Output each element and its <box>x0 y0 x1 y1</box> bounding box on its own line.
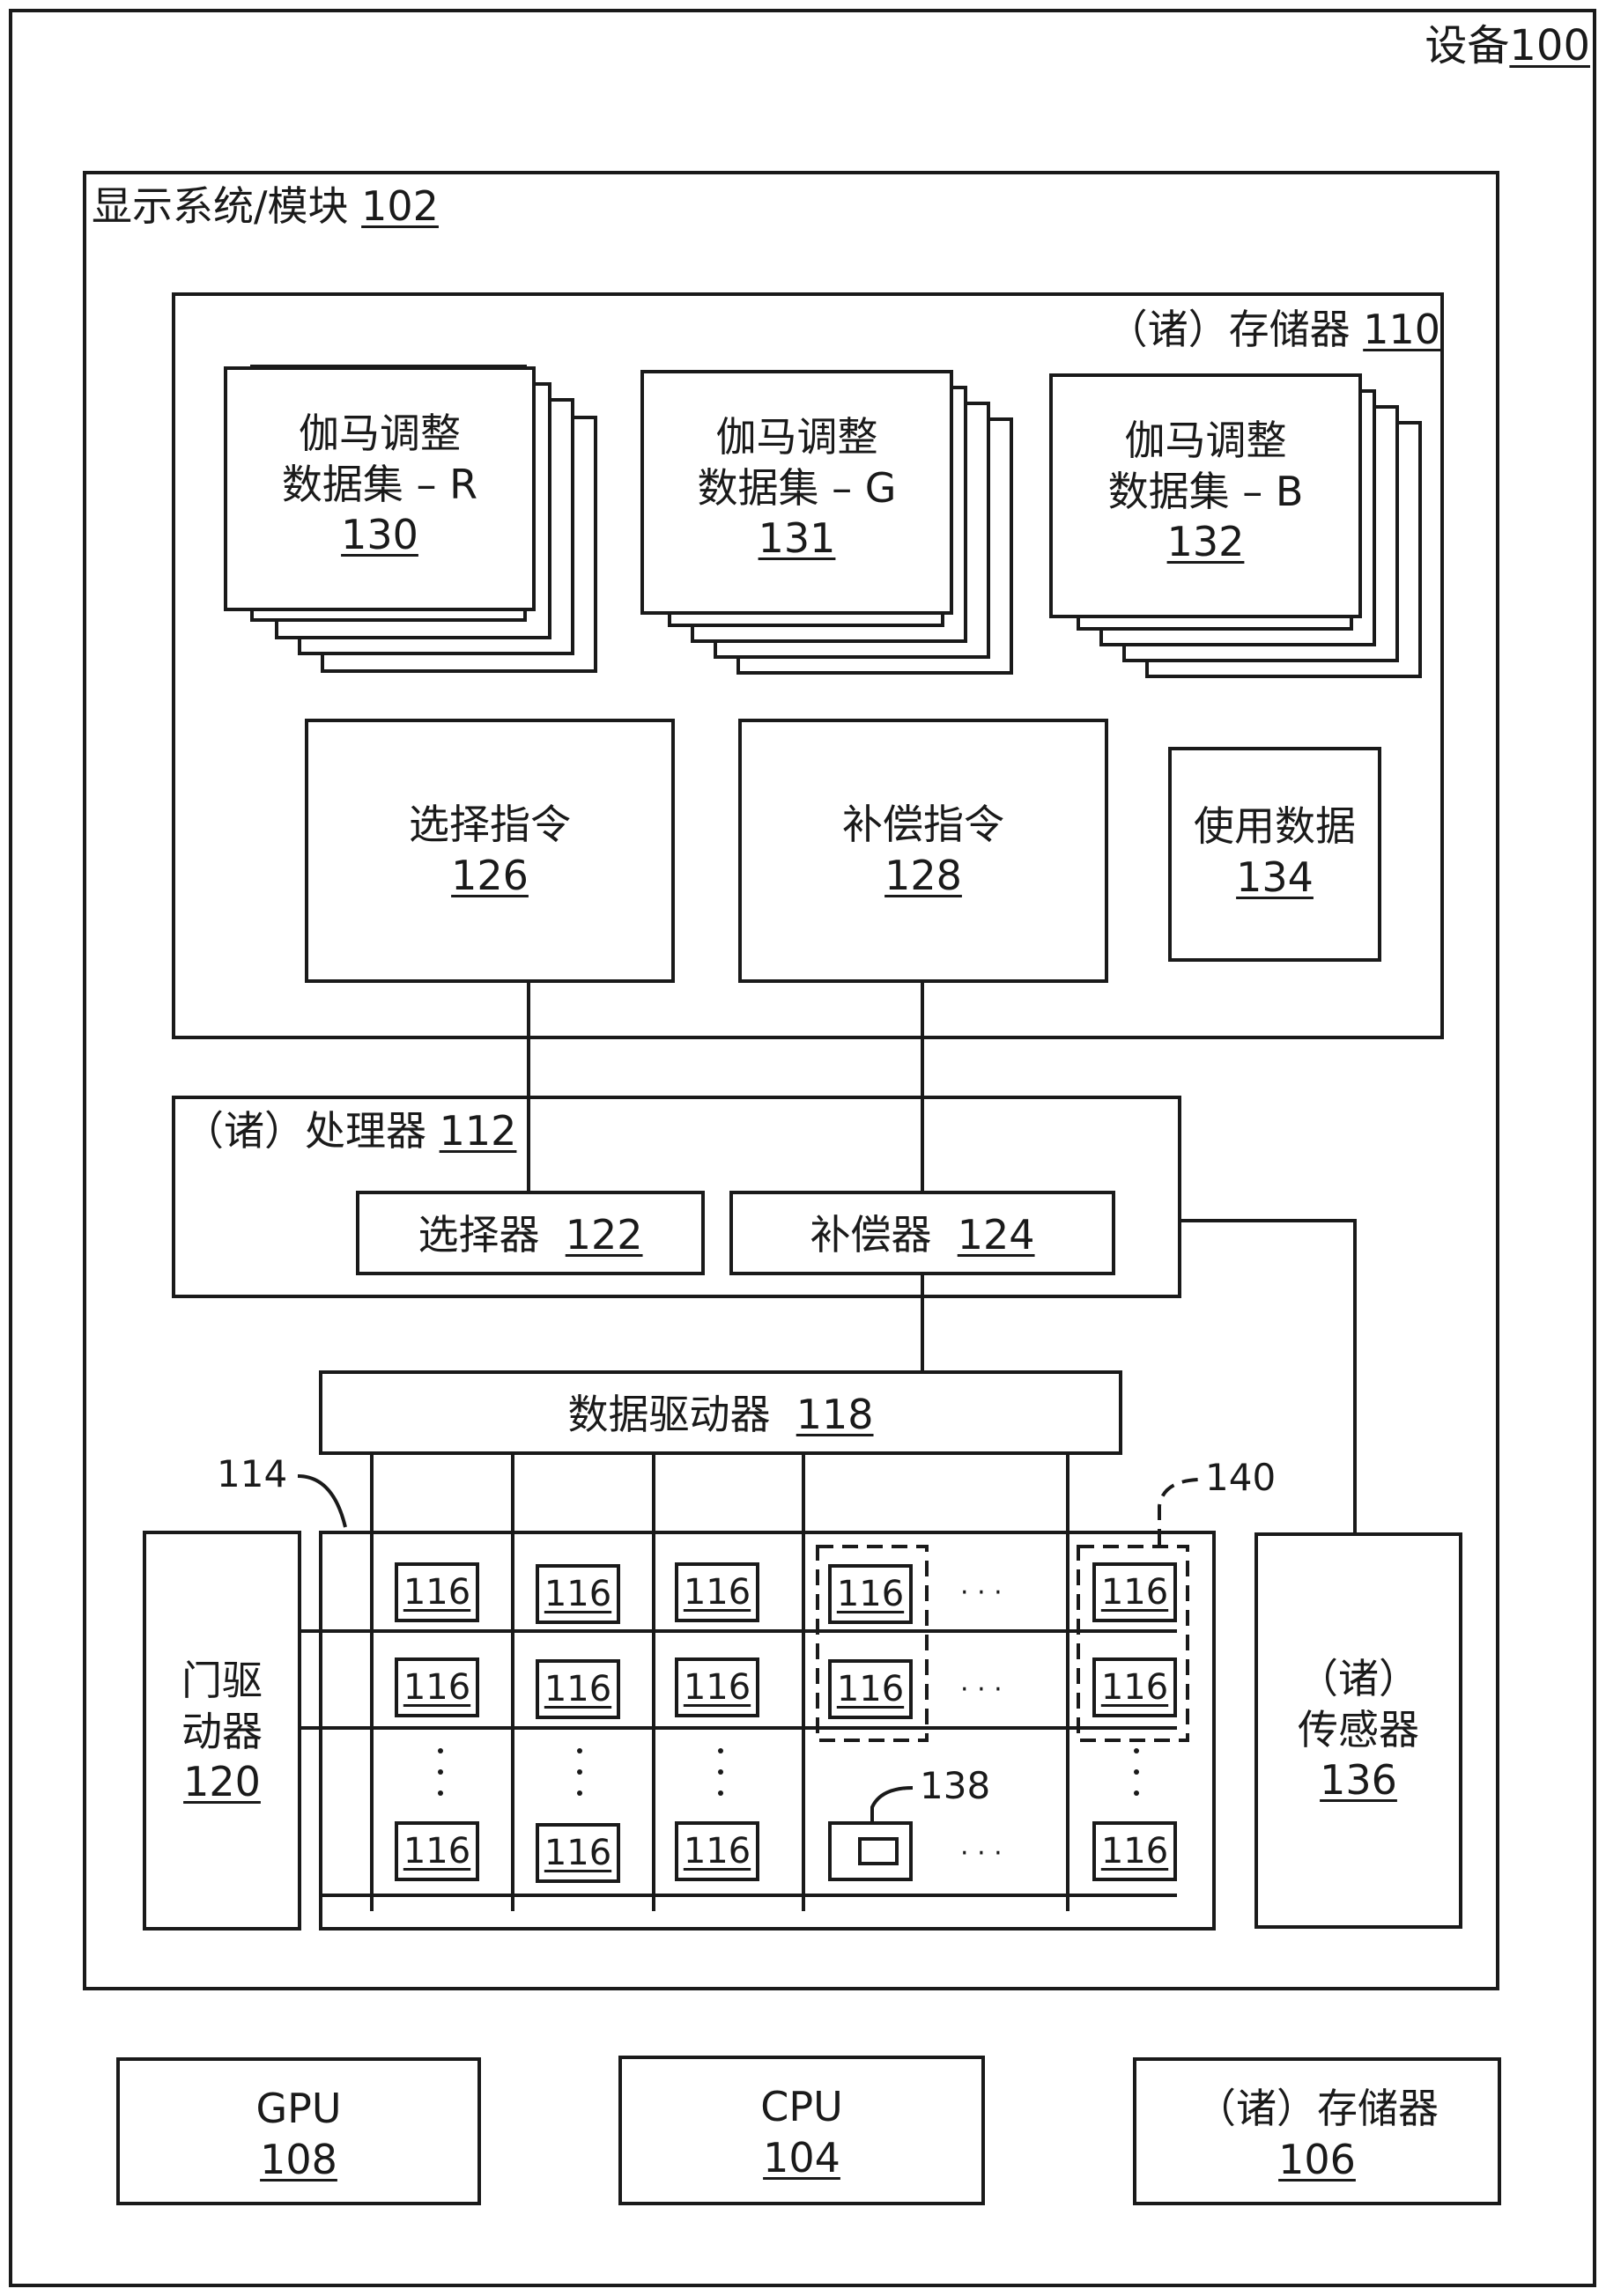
gamma-r-line2: 数据集 – R <box>281 460 478 508</box>
cpu-label: CPU <box>760 2083 843 2130</box>
selection-instructions-label: 选择指令 <box>409 801 571 848</box>
gate-driver-line2: 动器 <box>181 1707 263 1755</box>
gamma-g-line1: 伽马调整 <box>715 413 878 461</box>
gamma-g-ref: 131 <box>758 514 836 562</box>
compensation-instructions-label: 补偿指令 <box>842 801 1004 848</box>
gamma-r-ref: 130 <box>341 511 418 558</box>
pixel-cell: 116 <box>1092 1657 1177 1717</box>
pixel-cell: 116 <box>1092 1562 1177 1622</box>
gamma-dataset-g: 伽马调整 数据集 – G 131 <box>640 370 953 615</box>
data-driver-ref: 118 <box>796 1391 874 1438</box>
pixel-cell: 116 <box>675 1657 759 1717</box>
gamma-r-line1: 伽马调整 <box>299 410 461 457</box>
pixel-cell: 116 <box>675 1821 759 1881</box>
pixel-cell: 116 <box>1092 1821 1177 1881</box>
usage-data: 使用数据 134 <box>1168 747 1381 962</box>
gpu-box: GPU 108 <box>116 2057 481 2205</box>
sensors: （诸） 传感器 136 <box>1254 1532 1462 1929</box>
gamma-g-line2: 数据集 – G <box>697 463 897 512</box>
pixel-cell: 116 <box>828 1659 913 1719</box>
row1-ellipsis: · · · <box>960 1577 1003 1608</box>
gamma-b-line2: 数据集 – B <box>1107 467 1304 515</box>
display-system-ref: 102 <box>361 182 439 230</box>
usage-data-label: 使用数据 <box>1194 802 1356 850</box>
pixel-cell: 116 <box>536 1564 620 1624</box>
compensator-ref: 124 <box>957 1211 1035 1259</box>
selection-instructions-ref: 126 <box>451 851 529 899</box>
gamma-b-ref: 132 <box>1166 518 1245 565</box>
pixel-cell: 116 <box>395 1657 479 1717</box>
gamma-dataset-b: 伽马调整 数据集 – B 132 <box>1049 373 1362 618</box>
cpu-ref: 104 <box>763 2133 840 2182</box>
array-ref-label: 114 <box>217 1452 288 1495</box>
defect-ref-label: 138 <box>920 1764 991 1807</box>
gpu-ref: 108 <box>260 2135 337 2183</box>
pixel-cell: 116 <box>828 1564 913 1624</box>
gate-driver-ref: 120 <box>183 1758 261 1805</box>
usage-data-ref: 134 <box>1236 853 1314 901</box>
group-ref-label: 140 <box>1205 1456 1277 1499</box>
row3-ellipsis: · · · <box>960 1838 1003 1869</box>
sensors-line1: （诸） <box>1298 1655 1419 1702</box>
gate-driver: 门驱 动器 120 <box>143 1531 301 1931</box>
pixel-cell: 116 <box>675 1562 759 1622</box>
pixel-cell: 116 <box>395 1821 479 1881</box>
memory-106-ref: 106 <box>1278 2135 1356 2183</box>
compensation-instructions: 补偿指令 128 <box>738 719 1108 983</box>
gate-driver-line1: 门驱 <box>181 1657 263 1704</box>
memory-106-label: （诸）存储器 <box>1195 2085 1439 2132</box>
selector-box: 选择器 122 <box>356 1191 705 1275</box>
row2-ellipsis: · · · <box>960 1674 1003 1705</box>
gpu-label: GPU <box>255 2085 342 2132</box>
gamma-b-line1: 伽马调整 <box>1124 417 1287 464</box>
selection-instructions: 选择指令 126 <box>305 719 675 983</box>
pixel-cell: 116 <box>536 1659 620 1719</box>
sensors-line2: 传感器 <box>1298 1705 1419 1753</box>
memory-110-label: （诸）存储器 110 <box>1106 306 1440 353</box>
data-driver-label: 数据驱动器 <box>567 1391 771 1438</box>
memory-106-box: （诸）存储器 106 <box>1133 2057 1501 2205</box>
pixel-cell: 116 <box>395 1562 479 1622</box>
display-system-label: 显示系统/模块 102 <box>92 182 439 230</box>
processor-label: （诸）处理器 112 <box>183 1107 517 1155</box>
cpu-box: CPU 104 <box>618 2056 985 2205</box>
device-label: 设备100 <box>1425 21 1590 70</box>
processor-ref: 112 <box>439 1107 517 1155</box>
sensors-ref: 136 <box>1320 1756 1397 1804</box>
selector-label: 选择器 <box>418 1211 540 1259</box>
data-driver: 数据驱动器 118 <box>319 1370 1122 1455</box>
compensation-instructions-ref: 128 <box>884 851 962 899</box>
gamma-dataset-r: 伽马调整 数据集 – R 130 <box>224 366 536 611</box>
device-ref: 100 <box>1509 21 1590 70</box>
compensator-label: 补偿器 <box>810 1211 932 1259</box>
memory-110-ref: 110 <box>1363 306 1440 353</box>
selector-ref: 122 <box>565 1211 643 1259</box>
pixel-cell: 116 <box>536 1823 620 1883</box>
